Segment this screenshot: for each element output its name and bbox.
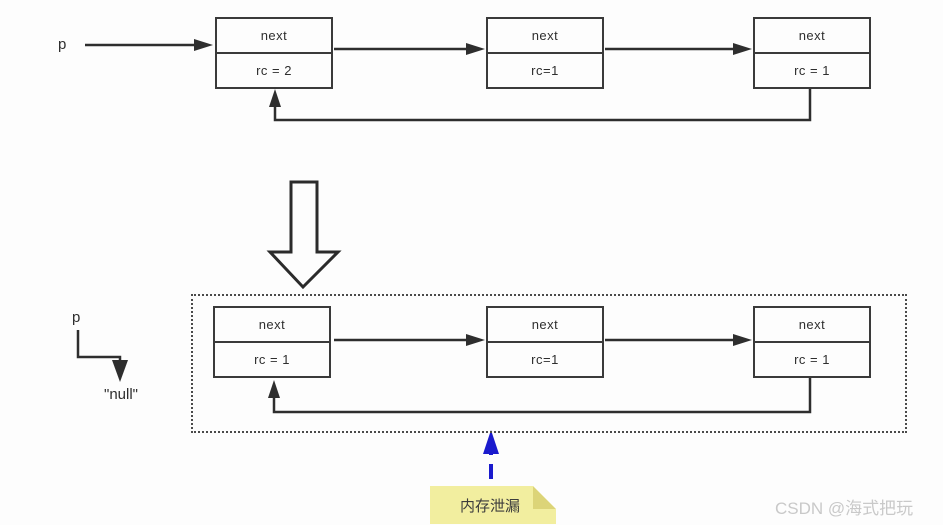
bottom-node-2: next rc=1	[486, 306, 604, 378]
top-node-3-next-field: next	[798, 28, 826, 43]
bottom-node-2-next-field: next	[531, 317, 559, 332]
bottom-pointer-null-arrow	[76, 330, 128, 382]
top-node-1: next rc = 2	[215, 17, 333, 89]
memory-leak-note-label: 内存泄漏	[459, 497, 520, 515]
top-pointer-label: p	[58, 36, 67, 53]
bottom-arrow-node2-node3	[605, 334, 752, 346]
top-node-2-rc-field: rc=1	[488, 52, 602, 87]
bottom-pointer-label: p	[72, 309, 81, 326]
top-pointer-arrow	[85, 39, 213, 51]
top-back-edge-arrow	[269, 89, 812, 122]
top-node-2: next rc=1	[486, 17, 604, 89]
bottom-node-1-rc-field: rc = 1	[215, 341, 329, 376]
top-node-3-rc-field: rc = 1	[755, 52, 869, 87]
top-arrow-node1-node2	[334, 43, 485, 55]
top-arrow-node2-node3	[605, 43, 752, 55]
top-node-3: next rc = 1	[753, 17, 871, 89]
null-label: "null"	[104, 386, 138, 403]
bottom-node-2-rc-field: rc=1	[488, 341, 602, 376]
top-node-1-rc-field: rc = 2	[217, 52, 331, 87]
top-node-2-next-field: next	[531, 28, 559, 43]
bottom-back-edge-arrow	[268, 378, 812, 414]
bottom-node-1: next rc = 1	[213, 306, 331, 378]
bottom-node-3: next rc = 1	[753, 306, 871, 378]
big-down-arrow	[266, 180, 342, 290]
bottom-node-3-rc-field: rc = 1	[755, 341, 869, 376]
leaked-memory-dotted-box	[191, 294, 907, 433]
top-node-1-next-field: next	[260, 28, 288, 43]
bottom-node-1-next-field: next	[258, 317, 286, 332]
memory-leak-note: 内存泄漏	[430, 486, 556, 524]
leak-callout-arrow	[483, 430, 499, 479]
bottom-node-3-next-field: next	[798, 317, 826, 332]
bottom-arrow-node1-node2	[334, 334, 485, 346]
watermark: CSDN @海式把玩	[775, 499, 914, 518]
